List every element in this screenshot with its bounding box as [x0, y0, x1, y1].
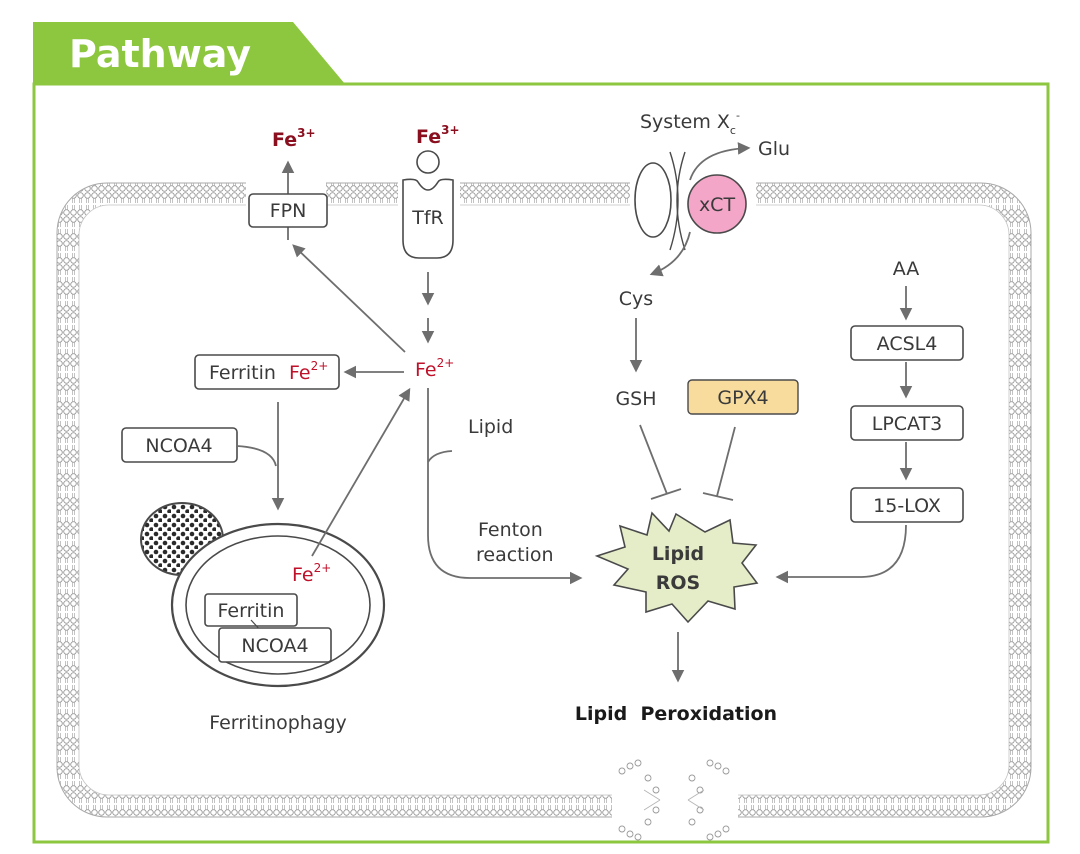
lipid-peroxidation-label: Lipid Peroxidation — [575, 703, 777, 725]
header-tab: Pathway — [33, 22, 345, 84]
aa-label: AA — [893, 258, 920, 280]
svg-text:ACSL4: ACSL4 — [877, 333, 938, 355]
glu-label: Glu — [758, 138, 790, 160]
lyso-ncoa4-label: NCOA4 — [241, 635, 308, 657]
autolysosome: Ferritin NCOA4 Fe2+ — [140, 502, 386, 688]
lipid-label: Lipid — [468, 416, 513, 438]
svg-text:LPCAT3: LPCAT3 — [872, 413, 943, 435]
pathway-frame — [32, 82, 1050, 844]
fpn-transporter: FPN — [248, 160, 328, 240]
arrow-to-cys — [649, 231, 691, 277]
tfr-receptor: Fe3+ TfR — [402, 123, 460, 344]
xct-protein — [687, 174, 747, 234]
fenton-label-2: reaction — [476, 544, 554, 566]
ferritinophagy-label: Ferritinophagy — [209, 712, 347, 734]
arrow-fe2-to-fpn — [292, 244, 406, 353]
fe2-center-label: Fe2+ — [415, 356, 454, 381]
svg-text:GPX4: GPX4 — [717, 387, 768, 409]
fpn-label: FPN — [270, 200, 307, 222]
svg-text:System Xc-: System Xc- — [640, 109, 740, 137]
fenton-arrow — [427, 388, 583, 585]
arrow-to-glu — [689, 142, 751, 181]
acsl4-box: ACSL4 — [850, 325, 964, 361]
arrow-lysosome-to-fe2 — [311, 387, 411, 557]
fe3-export-label: Fe3+ — [272, 126, 316, 151]
lpcat3-box: LPCAT3 — [850, 405, 964, 441]
xct-label: xCT — [699, 194, 736, 216]
inhibition-gpx4 — [702, 426, 736, 501]
system-xc-transporter: System Xc- xCT — [634, 109, 747, 251]
gsh-label: GSH — [615, 388, 656, 410]
ncoa4-box: NCOA4 — [121, 427, 238, 463]
svg-text:NCOA4: NCOA4 — [145, 435, 212, 457]
page-title: Pathway — [69, 32, 251, 76]
lyso-ferritin-label: Ferritin — [218, 600, 285, 622]
lox-box: 15-LOX — [850, 487, 964, 523]
ferritin-fe2-box: Ferritin Fe2+ — [194, 354, 340, 390]
membrane-pore — [618, 759, 730, 841]
inhibition-gsh — [639, 424, 682, 500]
gpx4-box: GPX4 — [687, 379, 799, 415]
ros-label-2: ROS — [656, 572, 700, 594]
svg-text:15-LOX: 15-LOX — [873, 495, 941, 517]
ros-label-1: Lipid — [652, 543, 704, 565]
cys-label: Cys — [619, 288, 653, 310]
lipid-ros-burst: Lipid ROS — [594, 511, 759, 624]
arrow-lox-to-ros — [775, 524, 907, 584]
svg-text:Ferritin: Ferritin — [209, 362, 276, 384]
fenton-label-1: Fenton — [478, 519, 543, 541]
fe3-import-label: Fe3+ — [416, 123, 460, 148]
tfr-label: TfR — [411, 207, 444, 229]
fe2-ferritin-label: Fe2+ — [289, 359, 328, 384]
fe2-lysosome-label: Fe2+ — [292, 561, 331, 586]
